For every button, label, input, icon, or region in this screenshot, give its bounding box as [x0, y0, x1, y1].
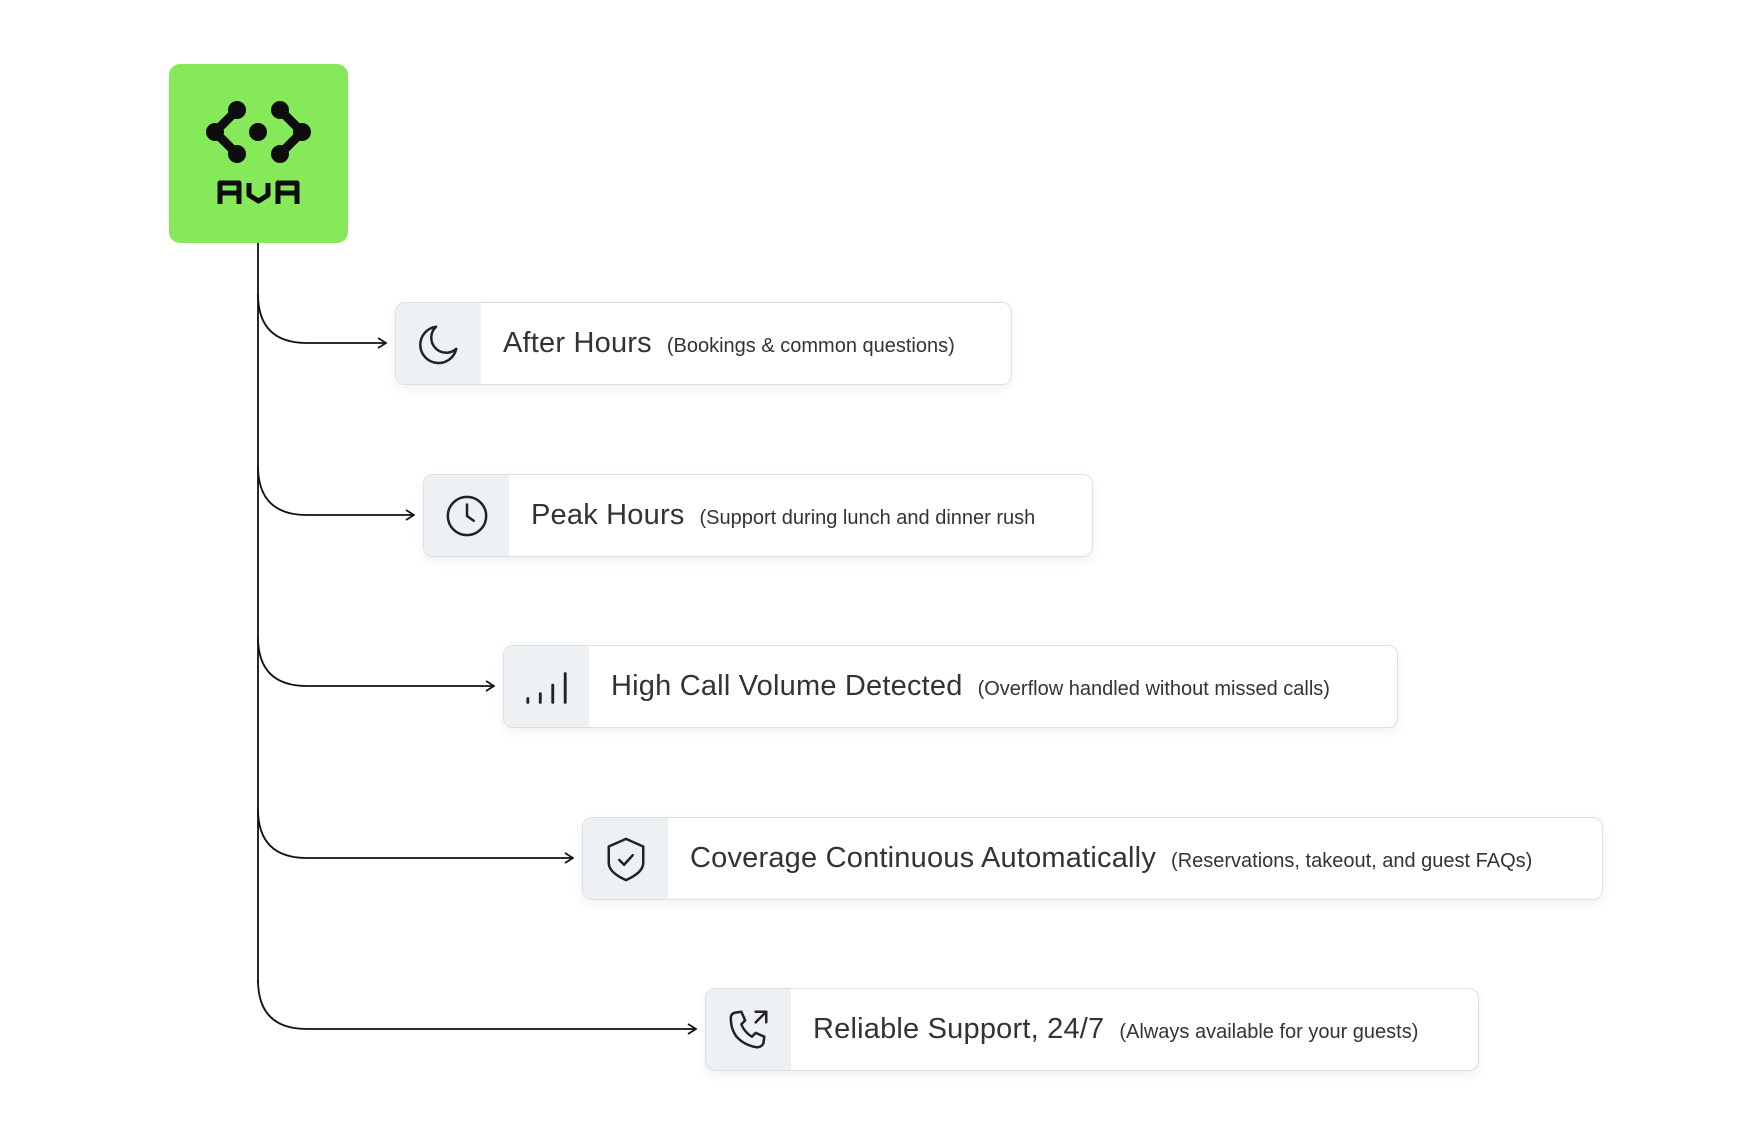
connector-branch-3 [257, 636, 494, 686]
feature-card-reliable-support: Reliable Support, 24/7 (Always available… [705, 988, 1479, 1071]
card-icon-panel [504, 646, 589, 727]
feature-card-peak-hours: Peak Hours (Support during lunch and din… [423, 474, 1093, 557]
ava-logo-tile [169, 64, 348, 243]
card-note: (Overflow handled without missed calls) [977, 678, 1330, 700]
card-title: Coverage Continuous Automatically [690, 842, 1157, 874]
card-icon-panel [424, 475, 509, 556]
connector-branch-5 [257, 979, 696, 1029]
connector-branch-2 [257, 465, 414, 515]
card-note: (Always available for your guests) [1119, 1021, 1419, 1043]
feature-card-coverage-continuous: Coverage Continuous Automatically (Reser… [582, 817, 1603, 900]
signal-bars-icon [525, 671, 567, 704]
card-icon-panel [583, 818, 668, 899]
phone-call-icon [729, 1010, 767, 1048]
card-icon-panel [706, 989, 791, 1070]
moon-icon [418, 325, 457, 364]
card-note: (Support during lunch and dinner rush [699, 507, 1036, 529]
card-note: (Reservations, takeout, and guest FAQs) [1171, 850, 1533, 872]
clock-icon [446, 495, 487, 536]
connector-branch-1 [257, 293, 386, 343]
card-title: After Hours [503, 327, 652, 359]
feature-card-high-call-volume: High Call Volume Detected (Overflow hand… [503, 645, 1398, 728]
shield-check-icon [607, 837, 644, 881]
connector-branch-4 [257, 808, 573, 858]
card-title: Reliable Support, 24/7 [813, 1013, 1105, 1045]
feature-card-after-hours: After Hours (Bookings & common questions… [395, 302, 1012, 385]
card-title: Peak Hours [531, 499, 685, 531]
card-title: High Call Volume Detected [611, 670, 963, 702]
card-icon-panel [396, 303, 481, 384]
ava-wordmark [217, 180, 300, 204]
card-note: (Bookings & common questions) [666, 335, 955, 357]
ava-logo-icon [206, 101, 311, 163]
